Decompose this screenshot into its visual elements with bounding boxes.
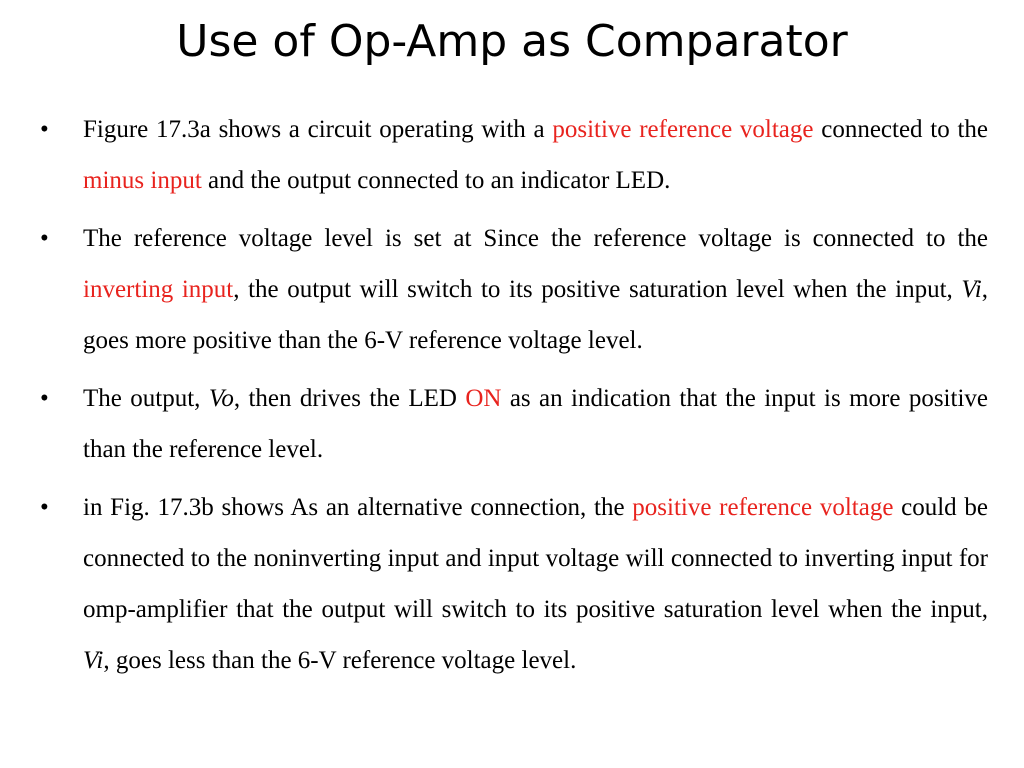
bullet-marker: • — [40, 385, 49, 412]
bullet-text: Figure 17.3a shows a circuit operating w… — [83, 116, 988, 194]
highlighted-term: positive reference voltage — [632, 494, 894, 521]
bullet-text-run: The output, — [83, 385, 209, 412]
bullet-item: • Figure 17.3a shows a circuit operating … — [40, 104, 988, 206]
bullet-item: • The reference voltage level is set at … — [40, 213, 988, 366]
bullet-text-run: as an indication that the input is more … — [83, 385, 988, 463]
bullet-marker: • — [40, 494, 49, 521]
bullet-marker: • — [40, 116, 49, 143]
bullet-text-run: The reference voltage level is set at Si… — [83, 225, 988, 252]
bullet-text-run: connected to the — [813, 116, 988, 143]
bullet-text-run: , goes more positive than the 6-V refere… — [83, 276, 988, 354]
bullet-text-run: , goes less than the 6-V reference volta… — [103, 647, 577, 674]
bullet-text: The output, Vo, then drives the LED ON a… — [83, 385, 988, 463]
highlighted-term: inverting input — [83, 276, 234, 303]
bullet-text-run: and the output connected to an indicator… — [201, 167, 671, 194]
bullet-item: • in Fig. 17.3b shows As an alternative c… — [40, 482, 988, 686]
highlighted-term: minus input — [83, 167, 202, 194]
bullet-text-run: , then drives the LED — [233, 385, 466, 412]
bullet-text: in Fig. 17.3b shows As an alternative co… — [83, 494, 988, 674]
highlighted-term: ON — [465, 385, 502, 412]
bullet-text-run: in Fig. 17.3b shows As an alternative co… — [83, 494, 633, 521]
bullet-text-run: could be connected to the noninverting i… — [83, 494, 989, 623]
bullet-list: • Figure 17.3a shows a circuit operating … — [40, 104, 988, 693]
bullet-text: The reference voltage level is set at Si… — [83, 225, 988, 354]
italic-symbol: Vo — [208, 385, 234, 412]
italic-symbol: Vi — [961, 276, 982, 303]
slide-title: Use of Op-Amp as Comparator — [176, 16, 848, 67]
italic-symbol: Vi — [83, 647, 104, 674]
bullet-marker: • — [40, 225, 49, 252]
bullet-text-run: , the output will switch to its positive… — [233, 276, 962, 303]
bullet-text-run: Figure 17.3a shows a circuit operating w… — [83, 116, 553, 143]
bullet-item: • The output, Vo, then drives the LED ON … — [40, 373, 988, 475]
highlighted-term: positive reference voltage — [552, 116, 814, 143]
